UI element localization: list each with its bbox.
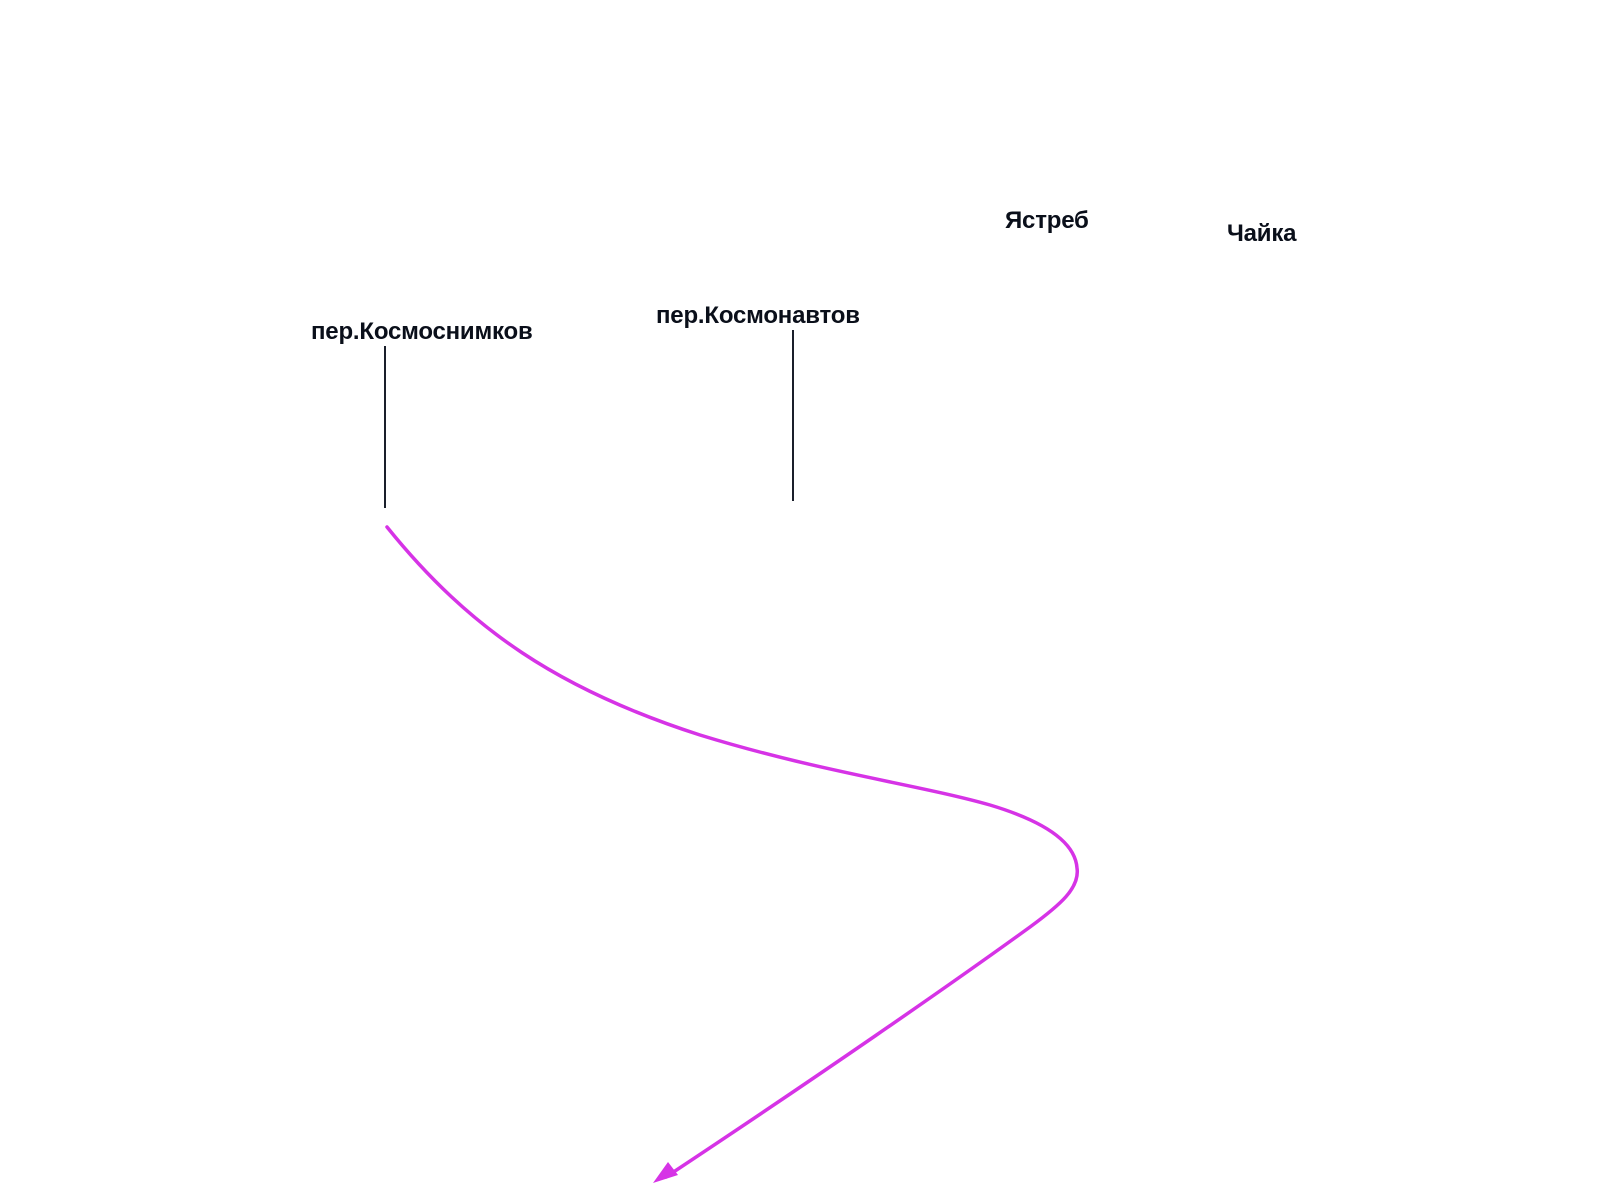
place-label-yastreb: Ястреб bbox=[1005, 207, 1089, 234]
route-path bbox=[385, 525, 1079, 1179]
arrowhead-icon bbox=[653, 1162, 678, 1183]
place-label-chaika: Чайка bbox=[1227, 220, 1297, 247]
street-label-kosmonavtov: пер.Космонавтов bbox=[656, 302, 860, 329]
street-label-kosmosnimkov: пер.Космоснимков bbox=[311, 318, 533, 345]
